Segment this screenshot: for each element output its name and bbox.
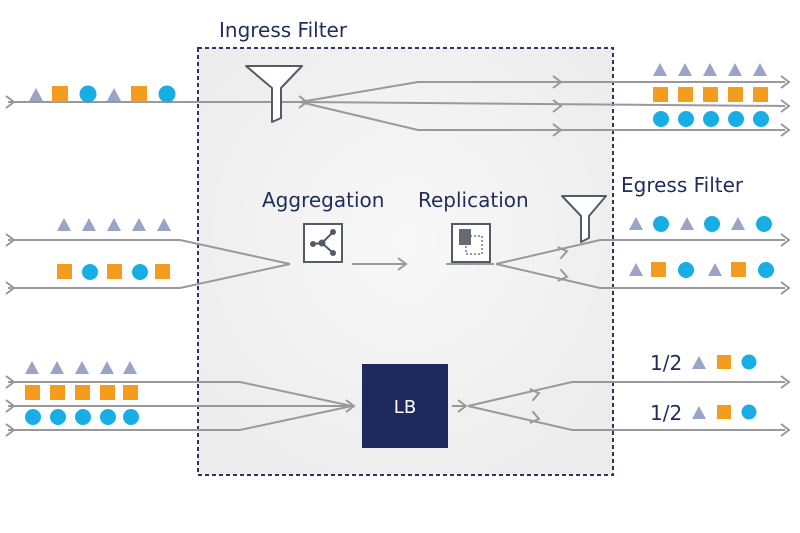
load-balancer-box [362,364,448,448]
lb-output-fraction-top: 1/2 [650,351,682,375]
lb-output-bottom [692,404,757,420]
replication-copy-icon [451,223,491,263]
ingress-filter-label: Ingress Filter [219,18,348,42]
aggregation-input-triangles [57,218,171,231]
aggregation-flow-lines [8,239,785,289]
arrowhead-icon [5,375,791,437]
aggregation-node-icon [303,223,343,263]
ingress-packets [29,85,176,103]
lb-output-fraction-bottom: 1/2 [650,401,682,425]
lb-input-triangles [25,361,137,374]
arrowhead-icon [5,75,791,137]
load-balancer-label: LB [394,397,416,418]
ingress-output-triangles [653,63,767,76]
aggregation-input-mixed [57,264,170,280]
aggregation-label: Aggregation [262,188,384,212]
filter-funnel-icon [561,195,607,243]
filter-funnel-icon [245,65,303,123]
lb-input-squares [25,385,138,400]
lb-output-top [692,354,757,370]
ingress-flow-lines [8,81,786,131]
egress-output-top [629,216,772,232]
replication-label: Replication [418,188,529,212]
egress-filter-label: Egress Filter [621,173,744,197]
load-balancer-flow-lines [8,381,785,431]
egress-output-bottom [629,262,774,278]
ingress-output-squares [653,87,768,102]
lb-input-circles [25,409,139,425]
arrowhead-icon [5,233,791,295]
ingress-output-circles [653,111,769,127]
